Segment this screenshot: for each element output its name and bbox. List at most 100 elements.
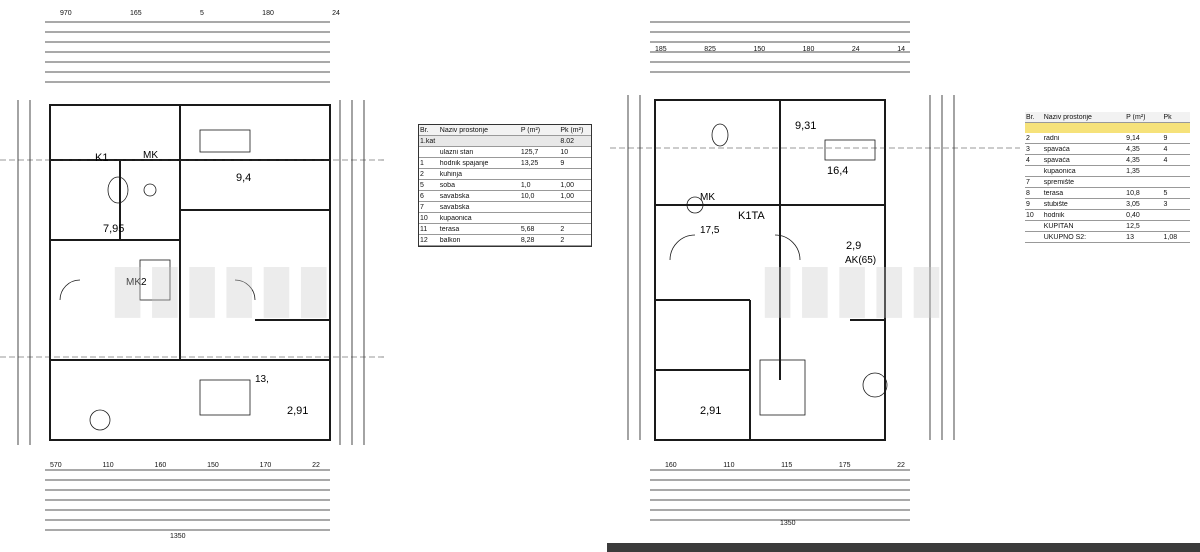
table-cell: 5 <box>1163 189 1168 197</box>
table-cell: spavaća <box>1043 156 1070 164</box>
table-cell: 6 <box>420 192 424 200</box>
dimension-label: 110 <box>102 462 114 469</box>
table-cell: 10 <box>560 148 569 156</box>
dimension-label: 22 <box>897 462 905 469</box>
table-cell: 2 <box>420 170 424 178</box>
room-label: MK2 <box>126 277 147 288</box>
table-cell: Br. <box>420 126 429 134</box>
bottom-bar <box>607 543 1200 552</box>
table-cell: kupaonica <box>439 214 472 222</box>
room-label: 13, <box>255 374 269 385</box>
right-bottom-dims: 160 110 115 175 22 <box>665 462 905 469</box>
room-label: 17,5 <box>700 225 720 236</box>
table-cell: spavaća <box>1043 145 1070 153</box>
room-label: K1 <box>95 152 109 164</box>
table-cell: hodnik <box>1043 211 1065 219</box>
table-cell: Br. <box>1026 113 1035 121</box>
table-cell: 3,05 <box>1126 200 1140 208</box>
table-cell: 2 <box>560 236 565 244</box>
table-cell: 13,25 <box>520 159 539 167</box>
table-cell: savabska <box>439 192 470 200</box>
dimension-label: 165 <box>129 10 142 17</box>
table-cell: 5,68 <box>520 225 535 233</box>
dimension-label: 570 <box>50 462 62 469</box>
table-cell: spremište <box>1043 178 1075 186</box>
table-cell: 1,08 <box>1163 233 1178 241</box>
table-header: Br. Naziv prostorije P (m²) Pk <box>1025 112 1190 123</box>
dimension-label: 22 <box>312 462 320 469</box>
table-cell: 12 <box>420 236 428 244</box>
table-cell: ulazni stan <box>439 148 474 156</box>
dimension-label: 110 <box>723 462 735 469</box>
table-cell: P (m²) <box>520 126 541 134</box>
table-cell: savabska <box>439 203 470 211</box>
table-row: 3 spavaća 4,35 4 <box>1025 144 1190 155</box>
table-cell: Naziv prostorije <box>1043 113 1092 121</box>
table-row: 7 spremište <box>1025 177 1190 188</box>
table-row: UKUPNO S2: 13 1,08 <box>1025 232 1190 243</box>
table-row: 10 kupaonica <box>419 213 591 224</box>
dimension-label: 970 <box>60 10 72 17</box>
table-cell: 4 <box>1163 145 1168 153</box>
table-cell: balkon <box>439 236 461 244</box>
table-cell: KUPITAN <box>1043 222 1074 230</box>
table-cell: 13 <box>1126 233 1134 241</box>
table-cell: 8,28 <box>520 236 535 244</box>
table-cell: 1,35 <box>1126 167 1140 175</box>
table-cell: soba <box>439 181 455 189</box>
dimension-label: 150 <box>753 46 766 53</box>
table-header: Br. Naziv prostorije P (m²) Pk (m²) <box>419 125 591 136</box>
dimension-label: 180 <box>262 10 274 17</box>
table-cell: 3 <box>1026 145 1030 153</box>
watermark: ▮▮▮▮▮ <box>760 251 947 323</box>
table-cell: 9 <box>1026 200 1030 208</box>
table-cell: 7 <box>1026 178 1030 186</box>
room-label: 9,4 <box>236 172 252 184</box>
dimension-label: 24 <box>851 46 860 53</box>
table-cell: 2 <box>560 225 565 233</box>
room-label: 2,91 <box>700 405 722 417</box>
table-cell: hodnik spajanje <box>439 159 489 167</box>
table-cell: radni <box>1043 134 1060 142</box>
table-cell: UKUPNO S2: <box>1043 233 1087 241</box>
table-cell: 8 <box>1026 189 1030 197</box>
table-cell: 12,5 <box>1126 222 1140 230</box>
table-cell: 4,35 <box>1126 145 1140 153</box>
dimension-label: 24 <box>332 10 340 17</box>
table-cell: 125,7 <box>520 148 539 156</box>
room-label: 2,9 <box>846 240 862 252</box>
dimension-label: 185 <box>655 46 667 53</box>
room-label: MK <box>700 192 715 203</box>
room-label: 9,31 <box>795 120 817 132</box>
table-row: ulazni stan 125,7 10 <box>419 147 591 158</box>
table-cell: 3 <box>1163 200 1168 208</box>
table-cell: 4,35 <box>1126 156 1140 164</box>
left-floor-plan <box>0 21 385 531</box>
right-total-dim: 1350 <box>780 520 796 527</box>
right-top-dims: 185 825 150 180 24 14 <box>655 46 905 53</box>
room-label: AK(65) <box>845 255 877 266</box>
table-cell: 5 <box>420 181 424 189</box>
table-cell: P (m²) <box>1126 113 1146 121</box>
table-cell: 9,14 <box>1126 134 1140 142</box>
table-cell: 7 <box>420 203 424 211</box>
table-cell: 4 <box>1026 156 1030 164</box>
table-cell: 10 <box>420 214 428 222</box>
room-label: 2,91 <box>287 405 309 417</box>
table-row: KUPITAN 12,5 <box>1025 221 1190 232</box>
room-label: 16,4 <box>827 165 849 177</box>
left-top-dims: 970 165 5 180 24 <box>60 10 340 17</box>
dimension-label: 825 <box>704 46 716 53</box>
table-cell: 9 <box>1163 134 1168 142</box>
left-area-table: Br. Naziv prostorije P (m²) Pk (m²) 1.ka… <box>418 124 592 247</box>
table-row: 7 savabska <box>419 202 591 213</box>
table-cell: terasa <box>439 225 460 233</box>
